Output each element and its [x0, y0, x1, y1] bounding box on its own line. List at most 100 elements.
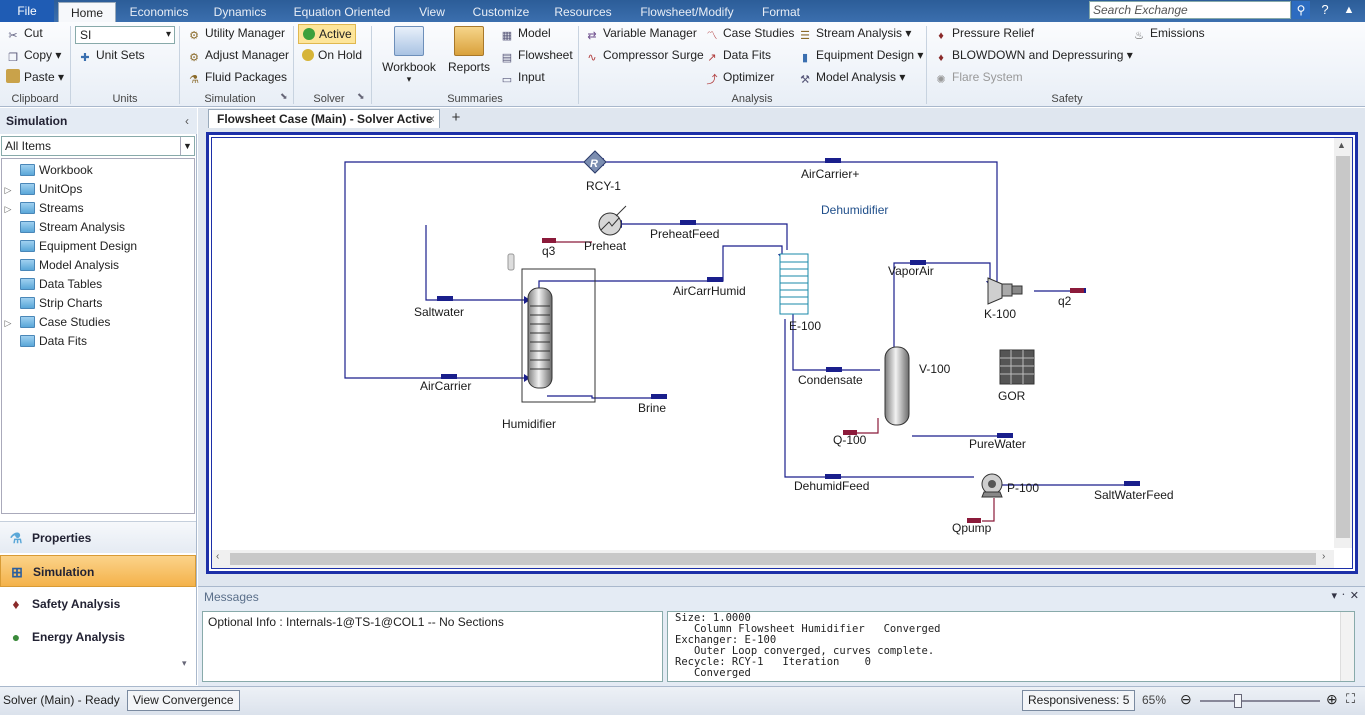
scroll-right-icon[interactable]: ›: [1322, 551, 1326, 562]
nav-energy-analysis[interactable]: ●Energy Analysis: [0, 621, 196, 653]
close-tab-icon[interactable]: ×: [427, 112, 435, 126]
model-button[interactable]: ▦Model: [501, 26, 551, 42]
heat-exchanger-e-100[interactable]: [779, 253, 809, 315]
chevron-down-icon[interactable]: ▼: [180, 137, 194, 155]
tree-item[interactable]: ▷UnitOps: [2, 180, 83, 199]
tab-customize[interactable]: Customize: [472, 5, 530, 19]
emissions-button[interactable]: ♨Emissions: [1132, 23, 1205, 43]
vertical-scrollbar[interactable]: ▲: [1334, 138, 1352, 548]
messages-scrollbar[interactable]: [1340, 612, 1354, 681]
resize-handle[interactable]: [507, 253, 515, 271]
new-tab-button[interactable]: +: [451, 109, 461, 126]
blowdown-button[interactable]: ♦BLOWDOWN and Depressuring ▾: [934, 45, 1133, 65]
utility-manager-button[interactable]: ⚙Utility Manager: [187, 23, 285, 43]
separator-v-100[interactable]: [884, 346, 910, 426]
unit-set-select[interactable]: SI: [75, 26, 175, 44]
blowdown-icon: ♦: [938, 52, 944, 64]
expand-icon[interactable]: ▷: [4, 204, 12, 214]
optimizer-button[interactable]: ⤴Optimizer: [706, 70, 775, 86]
tab-dynamics[interactable]: Dynamics: [213, 5, 267, 19]
dialog-launcher-icon[interactable]: ⬊: [357, 91, 365, 101]
tree-item[interactable]: Workbook: [2, 161, 93, 180]
column-humidifier[interactable]: [521, 268, 596, 403]
unit-sets-button[interactable]: ✚Unit Sets: [78, 45, 144, 65]
flare-system-button[interactable]: ✺Flare System: [934, 67, 1022, 87]
compressor-surge-button[interactable]: ∿Compressor Surge: [585, 45, 703, 65]
spreadsheet-gor[interactable]: [999, 349, 1035, 385]
pump-p-100[interactable]: [981, 473, 1003, 498]
horizontal-scroll-thumb[interactable]: [230, 553, 1316, 565]
collapse-pane-icon[interactable]: ‹: [185, 114, 189, 128]
responsiveness-button[interactable]: Responsiveness: 5: [1022, 690, 1136, 711]
model-analysis-button[interactable]: ⚒Model Analysis ▾: [798, 67, 905, 87]
tree-item[interactable]: ▷Case Studies: [2, 313, 111, 332]
tree-item[interactable]: Equipment Design: [2, 237, 137, 256]
copy-icon: ❐: [8, 52, 18, 64]
label-q2: q2: [1058, 294, 1072, 308]
search-exchange-input[interactable]: Search Exchange: [1089, 1, 1291, 19]
tab-flowsheet-modify[interactable]: Flowsheet/Modify: [640, 5, 734, 19]
scroll-left-icon[interactable]: ‹: [216, 551, 220, 562]
horizontal-scrollbar[interactable]: ‹ ›: [212, 550, 1334, 568]
zoom-slider[interactable]: [1200, 694, 1320, 708]
tree-item[interactable]: Data Fits: [2, 332, 87, 351]
input-button[interactable]: ▭Input: [501, 70, 545, 86]
scroll-up-icon[interactable]: ▲: [1337, 140, 1346, 150]
tab-home[interactable]: Home: [58, 2, 116, 23]
energy-analysis-icon: ●: [11, 629, 21, 645]
tree-item[interactable]: ▷ Streams: [2, 199, 84, 218]
nav-properties[interactable]: ⚗Properties: [0, 521, 196, 553]
tab-economics[interactable]: Economics: [129, 5, 189, 19]
cut-button[interactable]: ✂Cut: [6, 23, 42, 43]
compressor-k-100[interactable]: [987, 277, 1023, 305]
document-tab[interactable]: Flowsheet Case (Main) - Solver Active×: [208, 109, 440, 128]
minimize-ribbon-icon[interactable]: ▲: [1343, 4, 1355, 16]
tree-item[interactable]: Data Tables: [2, 275, 102, 294]
expand-icon[interactable]: ▷: [4, 318, 12, 328]
tab-resources[interactable]: Resources: [554, 5, 612, 19]
tab-view[interactable]: View: [419, 5, 445, 19]
equipment-design-button[interactable]: ▮Equipment Design ▾: [798, 45, 923, 65]
tree-item[interactable]: Stream Analysis: [2, 218, 125, 237]
tree-item[interactable]: Strip Charts: [2, 294, 102, 313]
pressure-relief-button[interactable]: ♦Pressure Relief: [934, 23, 1034, 43]
tab-equation-oriented[interactable]: Equation Oriented: [293, 5, 391, 19]
vertical-scroll-thumb[interactable]: [1336, 156, 1350, 538]
file-tab[interactable]: File: [0, 0, 54, 22]
flowsheet-canvas[interactable]: R: [211, 137, 1353, 569]
dialog-launcher-icon[interactable]: ⬊: [280, 91, 288, 101]
copy-button[interactable]: ❐Copy ▾: [6, 45, 61, 65]
help-icon[interactable]: ?: [1321, 2, 1329, 17]
search-icon[interactable]: ⚲: [1292, 1, 1310, 19]
variable-manager-button[interactable]: ⇄Variable Manager: [585, 23, 696, 43]
zoom-out-icon[interactable]: ⊖: [1180, 691, 1192, 707]
solver-on-hold-button[interactable]: On Hold: [302, 45, 362, 65]
flowsheet-button[interactable]: ▤Flowsheet: [501, 48, 573, 64]
tab-format[interactable]: Format: [761, 5, 800, 19]
case-studies-button[interactable]: 〽Case Studies: [706, 26, 795, 42]
paste-button[interactable]: Paste ▾: [6, 67, 64, 87]
data-fits-button[interactable]: ↗Data Fits: [705, 45, 771, 65]
view-convergence-button[interactable]: View Convergence: [127, 690, 240, 711]
recycle-rcy-1[interactable]: R: [583, 150, 607, 174]
nav-safety-analysis[interactable]: ♦Safety Analysis: [0, 588, 196, 620]
fit-to-screen-icon[interactable]: ⛶: [1346, 691, 1356, 706]
item-filter-select[interactable]: All Items▼: [1, 136, 195, 156]
fluid-packages-button[interactable]: ⚗Fluid Packages: [187, 67, 287, 87]
more-nav-icon[interactable]: ▾: [182, 658, 187, 668]
reports-button[interactable]: Reports: [446, 26, 492, 74]
stream-analysis-button[interactable]: ☰Stream Analysis ▾: [798, 23, 911, 43]
messages-controls[interactable]: ▾ ᛫ ✕: [1331, 590, 1359, 602]
ribbon: ✂Cut ❐Copy ▾ Paste ▾ Clipboard SI ✚Unit …: [0, 22, 1365, 107]
expand-icon[interactable]: ▷: [4, 185, 12, 195]
nav-simulation[interactable]: ⊞Simulation: [0, 555, 196, 587]
solver-active-button[interactable]: Active: [298, 24, 356, 44]
workbook-button[interactable]: Workbook▾: [378, 26, 440, 85]
zoom-in-icon[interactable]: ⊕: [1326, 691, 1338, 707]
heater-preheat[interactable]: [598, 205, 627, 236]
zoom-slider-knob[interactable]: [1233, 694, 1242, 708]
energy-lines: [542, 241, 995, 522]
tree-item[interactable]: Model Analysis: [2, 256, 119, 275]
tree-item-label: Streams: [39, 201, 84, 215]
adjust-manager-button[interactable]: ⚙Adjust Manager: [187, 45, 289, 65]
